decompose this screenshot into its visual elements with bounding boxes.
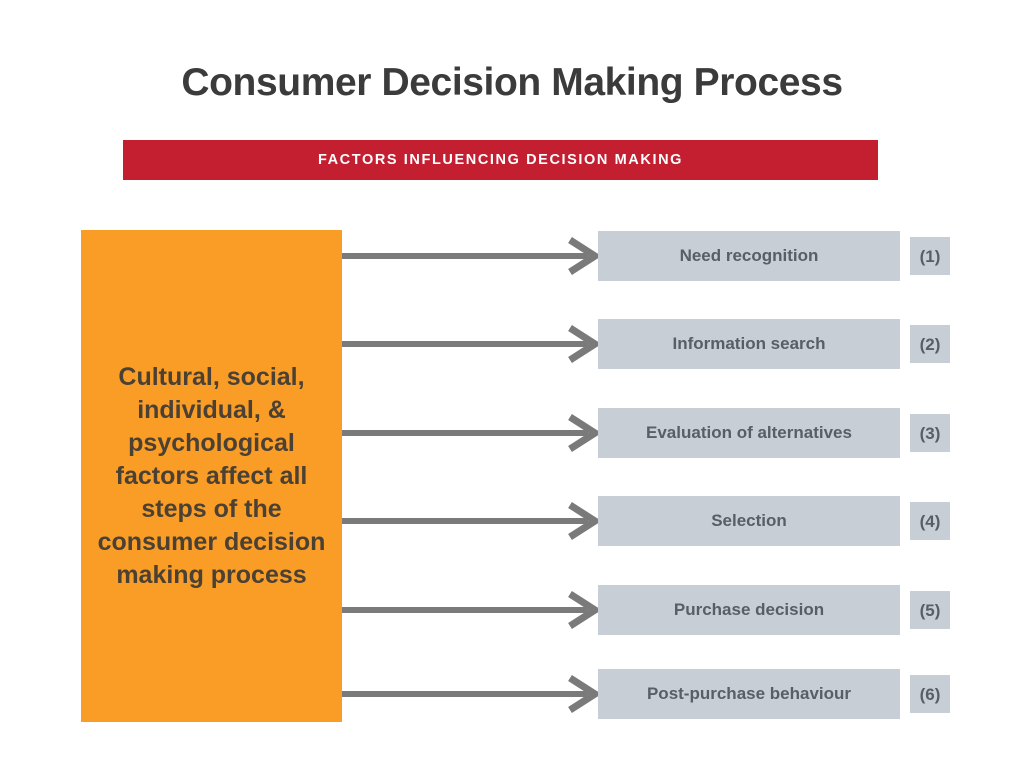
arrow-right-icon xyxy=(342,669,602,719)
decision-step-number-box: (5) xyxy=(910,591,950,629)
decision-step-label: Post-purchase behaviour xyxy=(646,684,852,703)
decision-step-row: Selection (4) xyxy=(342,496,962,546)
decision-step-number-box: (4) xyxy=(910,502,950,540)
arrow-right-icon xyxy=(342,319,602,369)
decision-step-label: Need recognition xyxy=(679,246,819,265)
decision-step-number-box: (6) xyxy=(910,675,950,713)
decision-step-row: Information search (2) xyxy=(342,319,962,369)
decision-step-number: (1) xyxy=(919,246,941,266)
factors-banner: FACTORS INFLUENCING DECISION MAKING xyxy=(123,140,878,180)
decision-step-number: (5) xyxy=(919,600,941,620)
decision-step-label: Evaluation of alternatives xyxy=(646,423,852,442)
decision-step-number-box: (2) xyxy=(910,325,950,363)
decision-step-box[interactable]: Evaluation of alternatives xyxy=(598,408,900,458)
decision-step-row: Evaluation of alternatives (3) xyxy=(342,408,962,458)
page-title: Consumer Decision Making Process xyxy=(181,61,843,104)
decision-step-row: Post-purchase behaviour (6) xyxy=(342,669,962,719)
decision-step-label: Selection xyxy=(711,511,787,530)
decision-step-number: (3) xyxy=(919,423,941,443)
decision-step-row: Need recognition (1) xyxy=(342,231,962,281)
decision-step-number-box: (1) xyxy=(910,237,950,275)
decision-step-row: Purchase decision (5) xyxy=(342,585,962,635)
decision-step-box[interactable]: Purchase decision xyxy=(598,585,900,635)
decision-step-number: (4) xyxy=(919,511,941,531)
decision-step-number-box: (3) xyxy=(910,414,950,452)
arrow-right-icon xyxy=(342,231,602,281)
arrow-right-icon xyxy=(342,496,602,546)
decision-step-box[interactable]: Post-purchase behaviour xyxy=(598,669,900,719)
decision-step-box[interactable]: Information search xyxy=(598,319,900,369)
decision-step-label: Purchase decision xyxy=(673,600,825,619)
decision-step-box[interactable]: Selection xyxy=(598,496,900,546)
factors-banner-label: FACTORS INFLUENCING DECISION MAKING xyxy=(317,152,684,168)
decision-step-label: Information search xyxy=(672,334,826,353)
factors-panel: Cultural, social, individual, & psycholo… xyxy=(81,230,342,722)
decision-step-number: (2) xyxy=(919,334,941,354)
decision-step-number: (6) xyxy=(919,684,941,704)
arrow-right-icon xyxy=(342,585,602,635)
arrow-right-icon xyxy=(342,408,602,458)
factors-panel-text: Cultural, social, individual, & psycholo… xyxy=(97,362,326,589)
decision-step-box[interactable]: Need recognition xyxy=(598,231,900,281)
